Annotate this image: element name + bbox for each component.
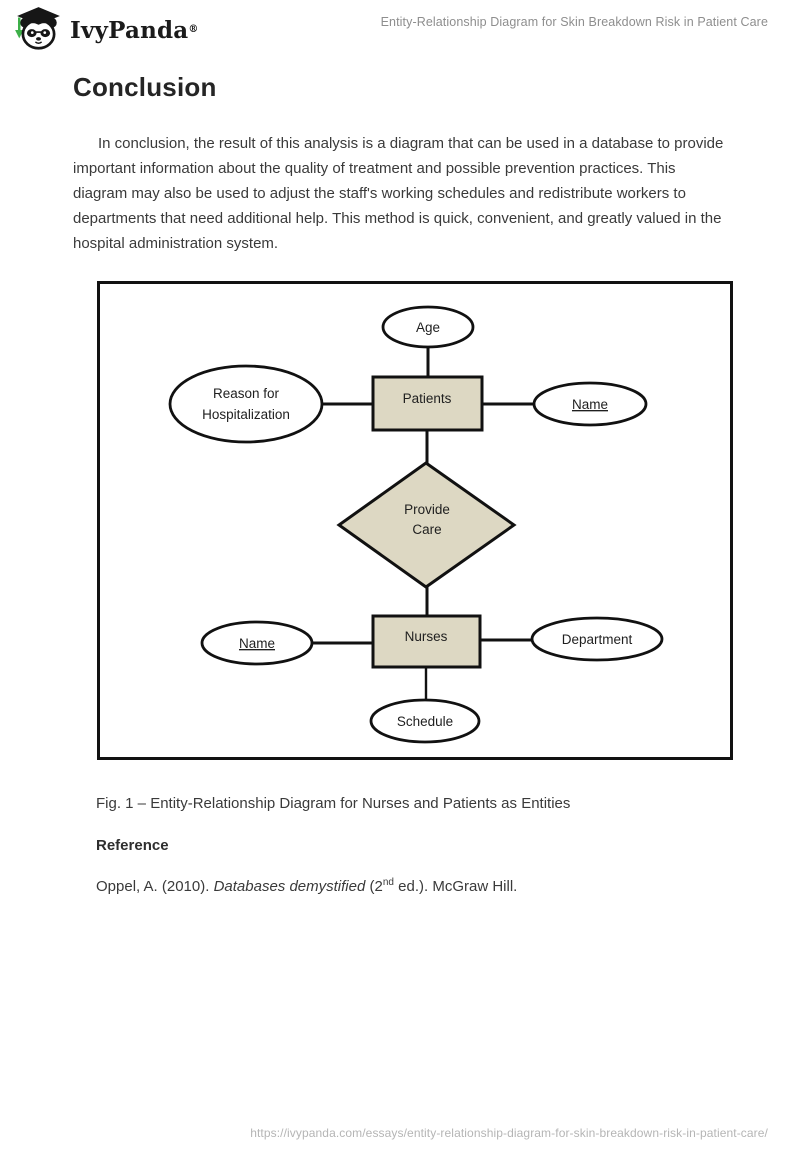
attribute-age — [381, 305, 475, 349]
entity-nurses — [371, 614, 482, 669]
reference-entry: Oppel, A. (2010). Databases demystified … — [96, 877, 518, 896]
ivypanda-brand: IvyPanda® — [13, 5, 198, 55]
attribute-schedule-label: Schedule — [397, 714, 453, 729]
relationship-provide-care — [336, 461, 517, 589]
attribute-nurse-name — [200, 620, 314, 666]
attribute-age-label: Age — [416, 320, 440, 335]
relationship-label-line1: Provide — [404, 502, 450, 517]
attribute-reason-label-line2: Hospitalization — [202, 407, 290, 422]
attribute-schedule — [369, 698, 481, 744]
reference-publisher: ed.). McGraw Hill. — [393, 878, 518, 895]
attribute-department — [530, 616, 664, 662]
page-title: Conclusion — [73, 72, 217, 102]
attribute-nurse-name-label: Name — [239, 636, 275, 651]
entity-patients — [371, 375, 484, 432]
reference-edition-open: (2 — [365, 878, 383, 895]
reference-heading: Reference — [96, 837, 169, 854]
figure-caption: Fig. 1 – Entity-Relationship Diagram for… — [96, 795, 571, 812]
entity-nurses-label: Nurses — [405, 629, 448, 644]
attribute-reason-for-hospitalization — [168, 364, 324, 444]
ivypanda-logo-icon — [15, 7, 60, 50]
registered-mark: ® — [188, 24, 199, 35]
attribute-patient-name — [532, 381, 648, 427]
entity-patients-label: Patients — [403, 391, 452, 406]
reference-author-year: Oppel, A. (2010). — [96, 878, 214, 895]
attribute-department-label: Department — [562, 632, 633, 647]
reference-ordinal-superscript: nd — [382, 877, 394, 888]
er-diagram-figure: Provide Care Patients Nurses Age Reason … — [97, 281, 733, 760]
brand-name: IvyPanda — [70, 16, 189, 44]
attribute-reason-label-line1: Reason for — [213, 386, 280, 401]
er-diagram-canvas: Provide Care Patients Nurses Age Reason … — [97, 281, 733, 760]
reference-book-title: Databases demystified — [213, 878, 366, 895]
page-header: IvyPanda® Entity-Relationship Diagram fo… — [0, 0, 800, 62]
footer-source-url: https://ivypanda.com/essays/entity-relat… — [250, 1126, 768, 1140]
relationship-label-line2: Care — [412, 522, 441, 537]
attribute-patient-name-label: Name — [572, 397, 608, 412]
document-title: Entity-Relationship Diagram for Skin Bre… — [380, 15, 768, 29]
conclusion-paragraph: In conclusion, the result of this analys… — [73, 135, 724, 252]
